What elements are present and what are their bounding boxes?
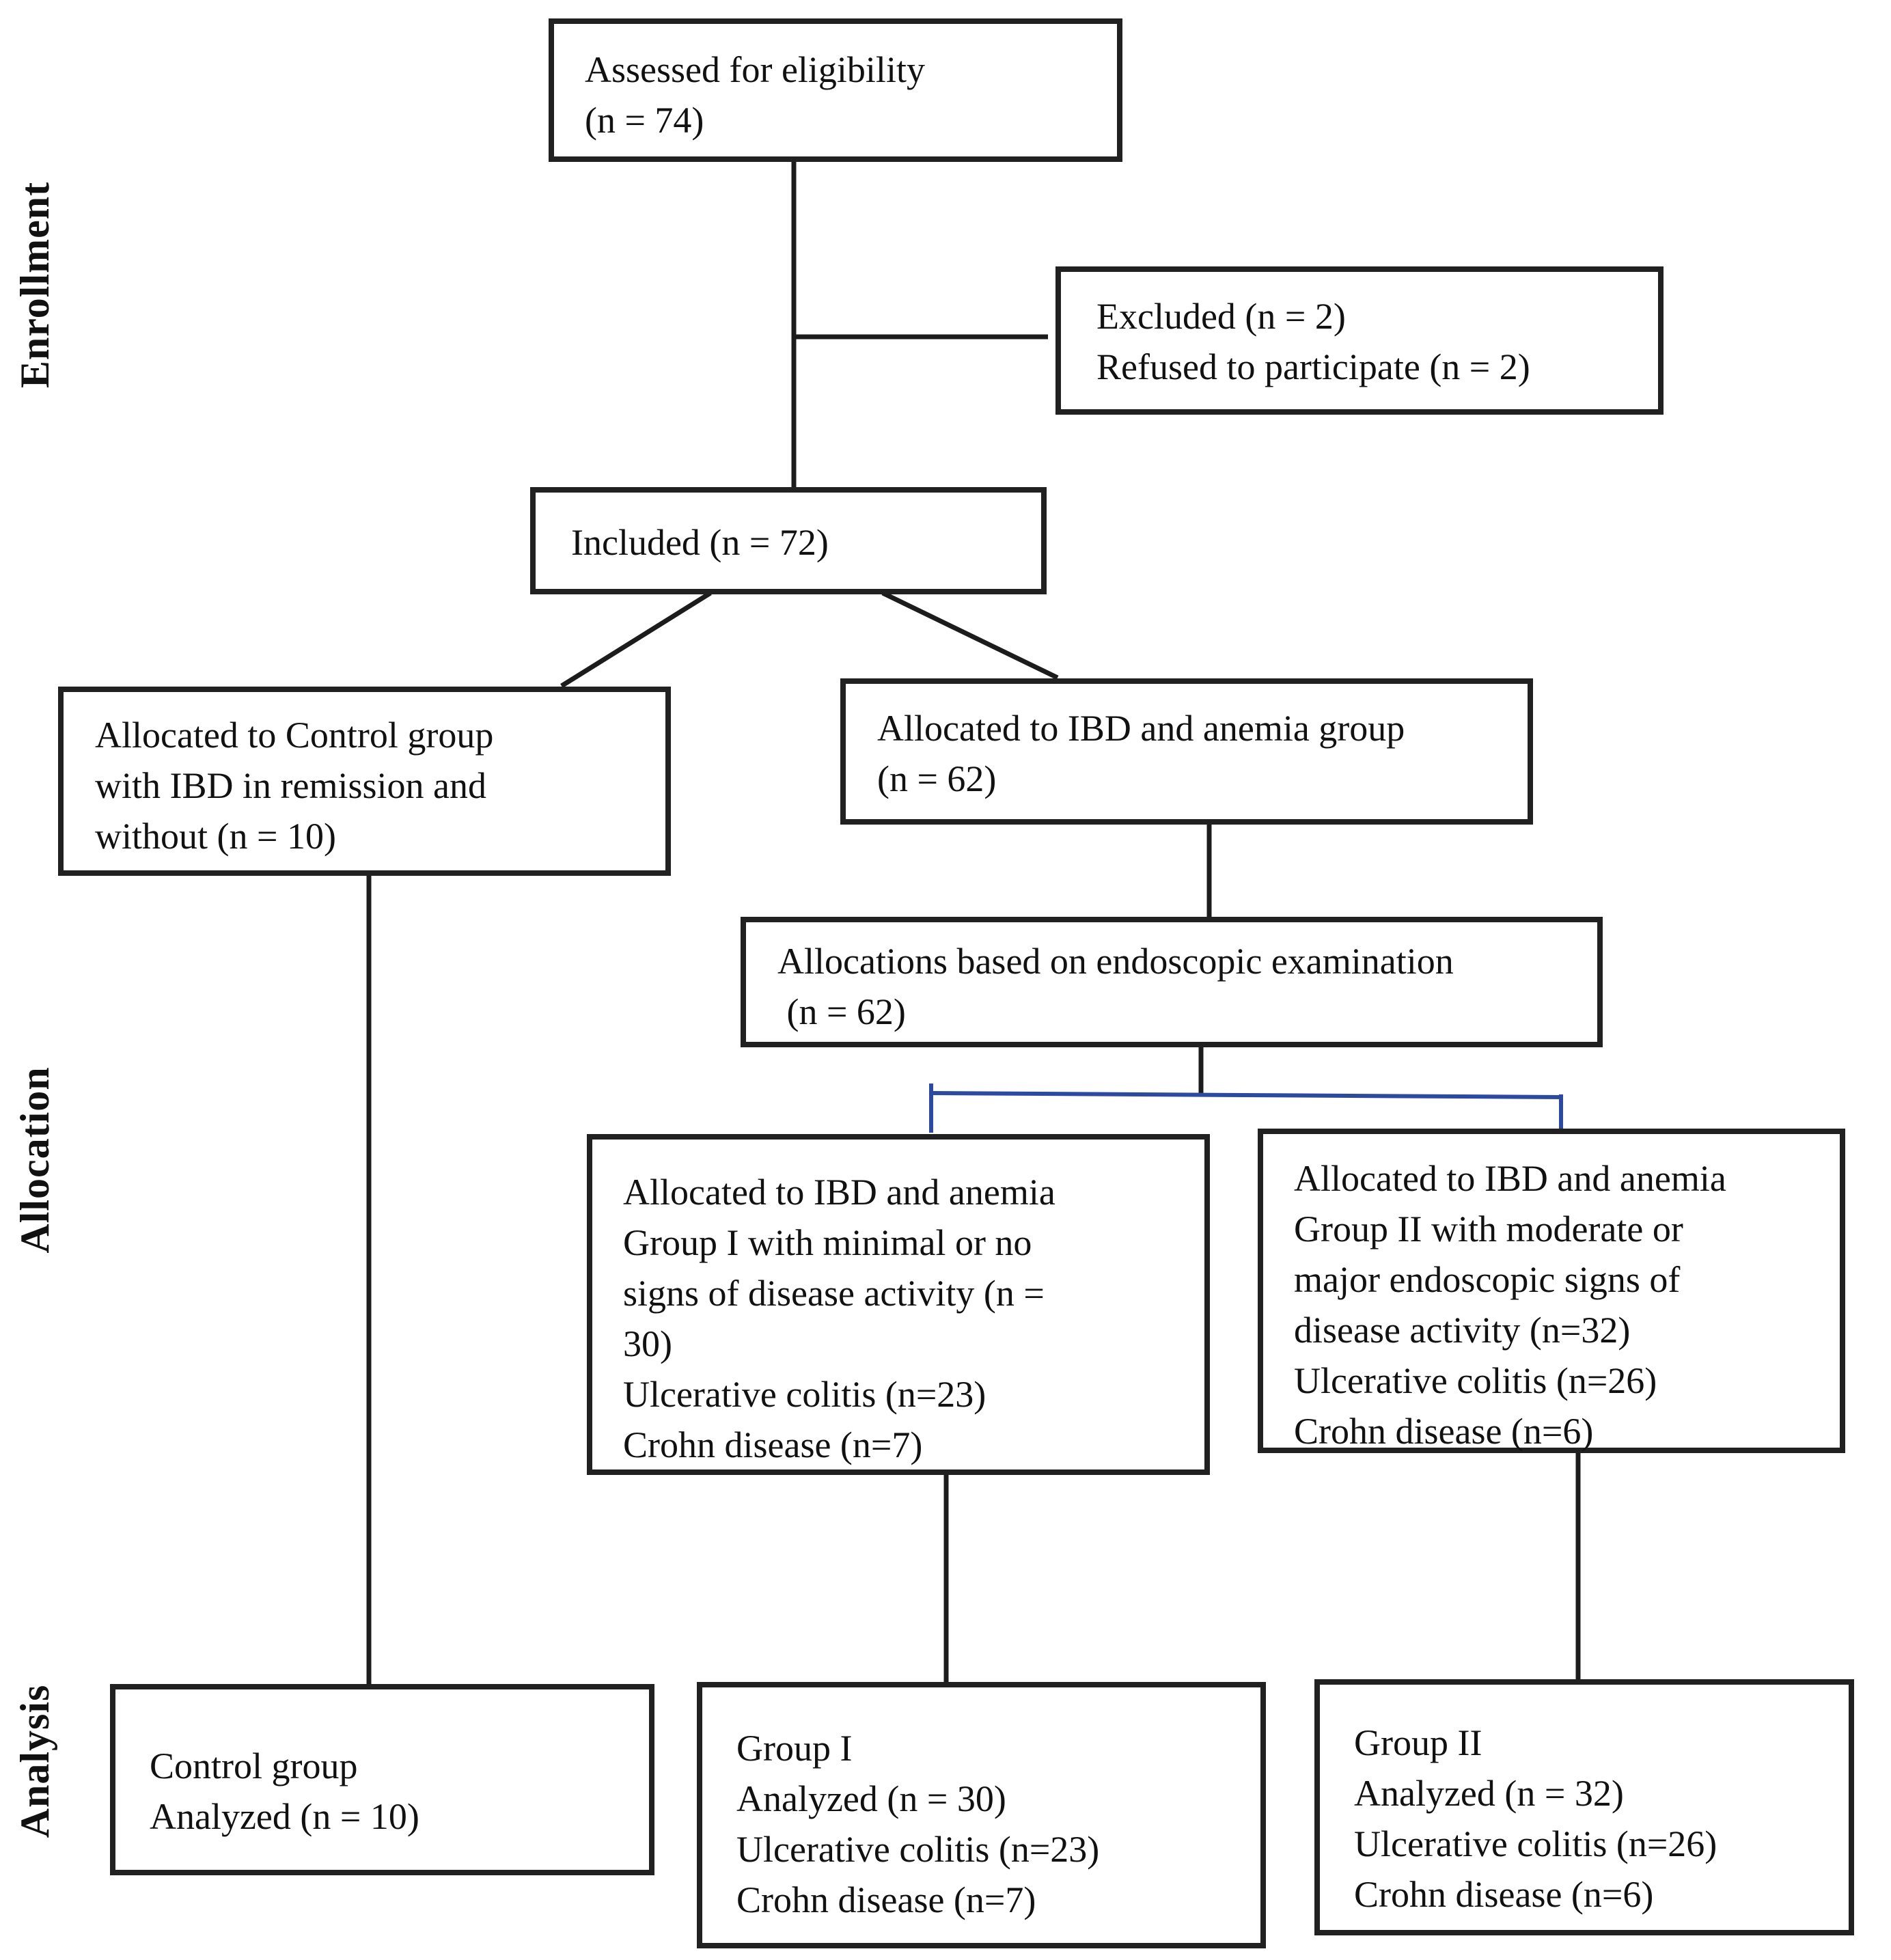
- box-text-line: Ulcerative colitis (n=23): [736, 1829, 1100, 1870]
- box-text-line: Group I: [736, 1728, 853, 1769]
- stage-label-analysis: Analysis: [12, 1684, 57, 1838]
- box-ibd-anemia-allocation: Allocated to IBD and anemia group (n = 6…: [840, 678, 1533, 825]
- box-included: Included (n = 72): [530, 487, 1047, 594]
- box-text-line: Refused to participate (n = 2): [1096, 346, 1530, 387]
- box-text-line: Included (n = 72): [571, 522, 829, 563]
- box-excluded: Excluded (n = 2) Refused to participate …: [1055, 266, 1664, 415]
- stage-label-allocation: Allocation: [12, 1066, 57, 1254]
- box-text-line: 30): [623, 1323, 672, 1364]
- box-text-line: Ulcerative colitis (n=26): [1294, 1360, 1657, 1401]
- box-text-line: with IBD in remission and: [95, 765, 486, 806]
- box-text-line: Analyzed (n = 10): [150, 1796, 419, 1837]
- box-endoscopic-allocation: Allocations based on endoscopic examinat…: [741, 917, 1603, 1047]
- box-text-line: major endoscopic signs of: [1294, 1259, 1681, 1300]
- box-text-line: Analyzed (n = 32): [1354, 1773, 1624, 1814]
- box-text-line: Assessed for eligibility: [585, 49, 925, 90]
- box-text-line: without (n = 10): [95, 816, 336, 857]
- box-text-line: Ulcerative colitis (n=23): [623, 1374, 986, 1415]
- box-text-line: Allocated to IBD and anemia group: [877, 708, 1405, 749]
- box-text-line: (n = 74): [585, 100, 704, 141]
- box-text-line: Allocated to IBD and anemia: [623, 1172, 1055, 1213]
- box-text-line: Crohn disease (n=6): [1294, 1411, 1594, 1452]
- box-text-line: Allocated to IBD and anemia: [1294, 1158, 1726, 1199]
- line-included-to-control-allocation: [560, 591, 712, 688]
- box-text-line: Group I with minimal or no: [623, 1222, 1032, 1263]
- box-text-line: Ulcerative colitis (n=26): [1354, 1823, 1717, 1864]
- box-text-line: disease activity (n=32): [1294, 1310, 1631, 1351]
- bracket-horizontal: [930, 1091, 1562, 1099]
- box-control-allocation: Allocated to Control group with IBD in r…: [58, 687, 671, 876]
- box-group2-analysis: Group II Analyzed (n = 32) Ulcerative co…: [1314, 1679, 1854, 1935]
- line-included-to-ibd-allocation: [881, 590, 1059, 680]
- box-text-line: Allocated to Control group: [95, 715, 494, 756]
- box-group1-analysis: Group I Analyzed (n = 30) Ulcerative col…: [697, 1682, 1266, 1948]
- box-text-line: Crohn disease (n=7): [736, 1879, 1036, 1920]
- box-text-line: signs of disease activity (n =: [623, 1273, 1045, 1314]
- box-group1-allocation: Allocated to IBD and anemia Group I with…: [587, 1134, 1210, 1475]
- box-text-line: Control group: [150, 1745, 358, 1786]
- box-group2-allocation: Allocated to IBD and anemia Group II wit…: [1258, 1129, 1845, 1453]
- box-text-line: Excluded (n = 2): [1096, 296, 1346, 337]
- box-control-analysis: Control group Analyzed (n = 10): [110, 1684, 654, 1875]
- stage-label-enrollment: Enrollment: [12, 181, 57, 389]
- box-text-line: Analyzed (n = 30): [736, 1778, 1006, 1819]
- box-text-line: Group II with moderate or: [1294, 1209, 1683, 1250]
- box-text-line: (n = 62): [777, 991, 906, 1032]
- box-text-line: (n = 62): [877, 758, 997, 799]
- box-text-line: Crohn disease (n=7): [623, 1424, 923, 1465]
- box-text-line: Crohn disease (n=6): [1354, 1874, 1654, 1915]
- box-text-line: Group II: [1354, 1722, 1482, 1763]
- box-assessed-for-eligibility: Assessed for eligibility (n = 74): [549, 18, 1122, 162]
- box-text-line: Allocations based on endoscopic examinat…: [777, 941, 1454, 982]
